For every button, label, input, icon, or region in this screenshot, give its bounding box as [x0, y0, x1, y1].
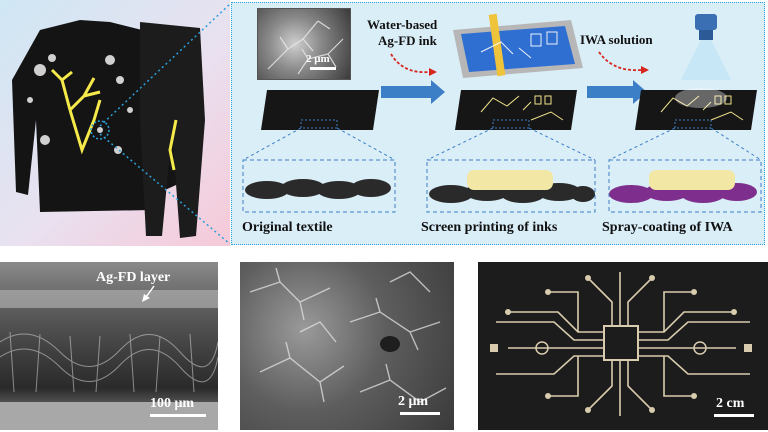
- process-graphics: [242, 13, 762, 213]
- spray-nozzle: [681, 14, 731, 80]
- ink-red-arrow: [390, 53, 430, 74]
- step-label-original: Original textile: [242, 220, 333, 235]
- textile-sheet-2: [455, 90, 577, 130]
- textile-sheet-3: [635, 90, 757, 130]
- circuit-scale-bar: [714, 414, 754, 417]
- fiber-bundles-1: [245, 179, 391, 199]
- screen-print-frame: [453, 13, 583, 78]
- iwa-red-arrow: [598, 51, 642, 72]
- cross-section-box-3: [608, 159, 762, 213]
- circuit-scale-label: 2 cm: [716, 396, 745, 411]
- inset-scale-bar: [310, 67, 336, 70]
- cross-section-box-1: [242, 159, 396, 213]
- cross-section-sem: Ag-FD layer 100 μm: [0, 262, 218, 430]
- zoom-target: [90, 120, 110, 140]
- iwa-solution-label: IWA solution: [580, 32, 653, 47]
- cross-section-scale-label: 100 μm: [150, 396, 195, 411]
- ag-fd-layer-label: Ag-FD layer: [96, 270, 171, 285]
- garment-illustration: [12, 20, 205, 238]
- textile-sheet-1: [261, 90, 379, 130]
- ink-label-line1: Water-based: [367, 17, 438, 32]
- step-label-spray-coating: Spray-coating of IWA: [602, 220, 733, 235]
- inset-scale-label: 2 μm: [306, 53, 330, 65]
- sheet-zoom-box-1: [300, 119, 338, 129]
- cross-section-box-2: [426, 159, 596, 213]
- ink-layer-2: [467, 170, 553, 190]
- sheet-zoom-box-2: [492, 119, 530, 129]
- process-arrow-1: [381, 80, 445, 104]
- printed-pattern-2: [480, 95, 564, 121]
- cross-section-scale-bar: [150, 414, 206, 417]
- ag-fd-pointer-arrow: [142, 285, 155, 302]
- sem-scale-label: 2 μm: [398, 394, 429, 409]
- printed-pattern-3: [660, 95, 744, 121]
- circuit-traces: [490, 272, 752, 416]
- surface-sem: 2 μm: [240, 262, 454, 430]
- process-arrow-2: [587, 80, 647, 104]
- stag-print: [50, 68, 178, 171]
- floral-print: [27, 54, 133, 154]
- dendrite-texture: [267, 20, 344, 75]
- printed-circuit-photo: 2 cm: [478, 262, 768, 430]
- ink-label-line2: Ag-FD ink: [378, 33, 437, 48]
- step-label-screen-printing: Screen printing of inks: [421, 220, 558, 235]
- ink-layer-3: [649, 170, 735, 190]
- sheet-zoom-box-3: [674, 119, 712, 129]
- cross-section-texture: [0, 290, 218, 430]
- ag-fd-sem-inset: 2 μm: [257, 8, 351, 80]
- dendrite-surface-texture: [249, 267, 447, 403]
- sem-scale-bar: [400, 412, 440, 415]
